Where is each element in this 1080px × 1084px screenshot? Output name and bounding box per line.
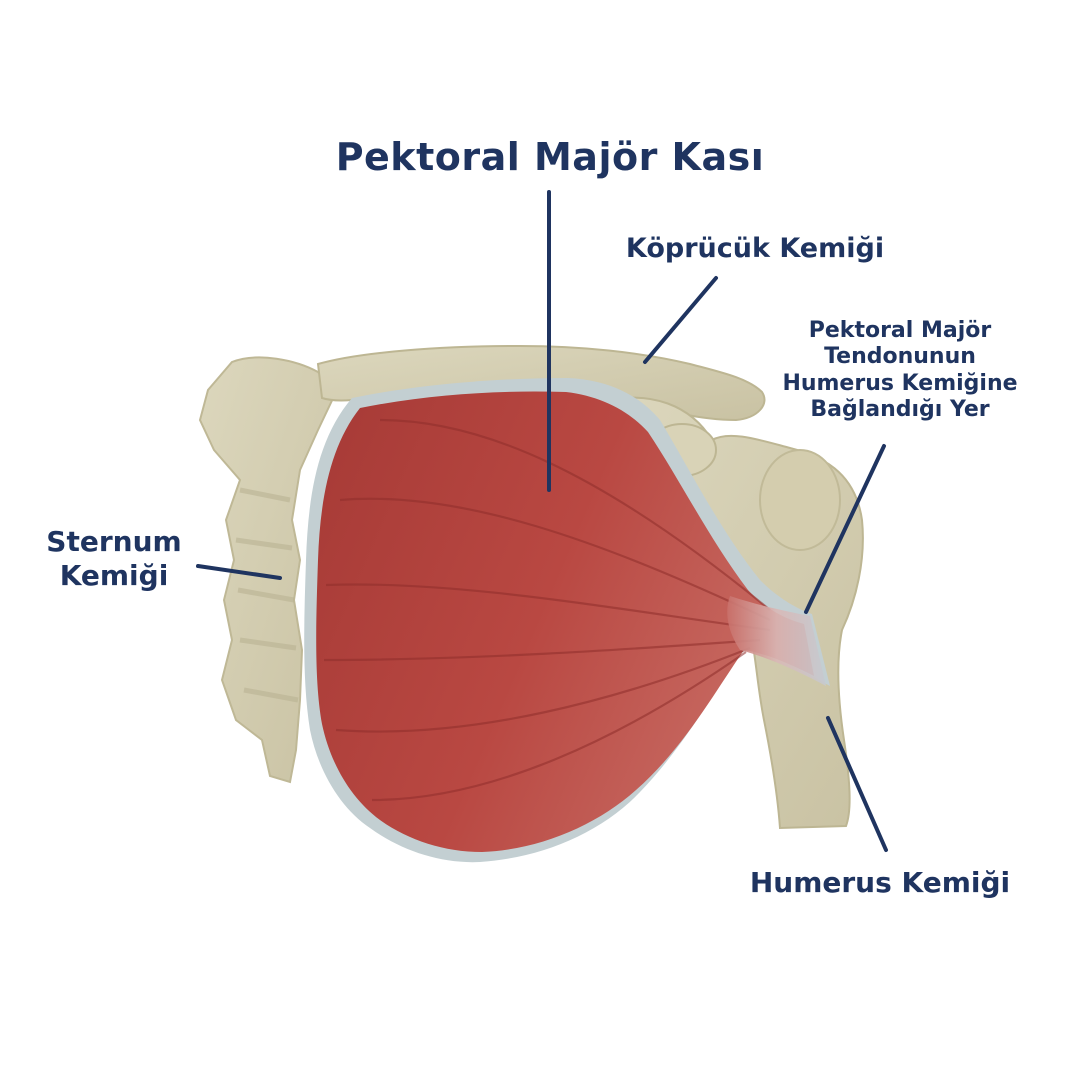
- leader-clavicle: [643, 276, 718, 364]
- label-sternum-line: Kemiği: [59, 559, 169, 593]
- diagram-title: Pektoral Majör Kası: [335, 135, 765, 179]
- label-humerus: Humerus Kemiği: [749, 866, 1011, 899]
- leader-lines: [196, 190, 888, 852]
- label-sternum-line: Sternum: [46, 525, 182, 558]
- label-tendon-line: Humerus Kemiğine: [782, 370, 1018, 396]
- label-sternum: Sternum Kemiği: [24, 525, 204, 593]
- leader-tendon: [804, 444, 886, 614]
- label-tendon-line: Tendonunun: [824, 344, 976, 370]
- label-clavicle: Köprücük Kemiği: [625, 233, 885, 264]
- pectoral-muscle: [316, 391, 814, 852]
- label-tendon-line: Bağlandığı Yer: [810, 397, 990, 423]
- pectoral-tendon: [727, 596, 826, 686]
- label-tendon-line: Pektoral Majör: [808, 318, 992, 343]
- muscle-fibers: [323, 418, 771, 802]
- leader-sternum: [196, 564, 282, 580]
- label-tendon-insertion: Pektoral Majör Tendonunun Humerus Kemiği…: [770, 318, 1030, 424]
- sternum-bone: [198, 356, 338, 784]
- leader-humerus: [826, 716, 888, 852]
